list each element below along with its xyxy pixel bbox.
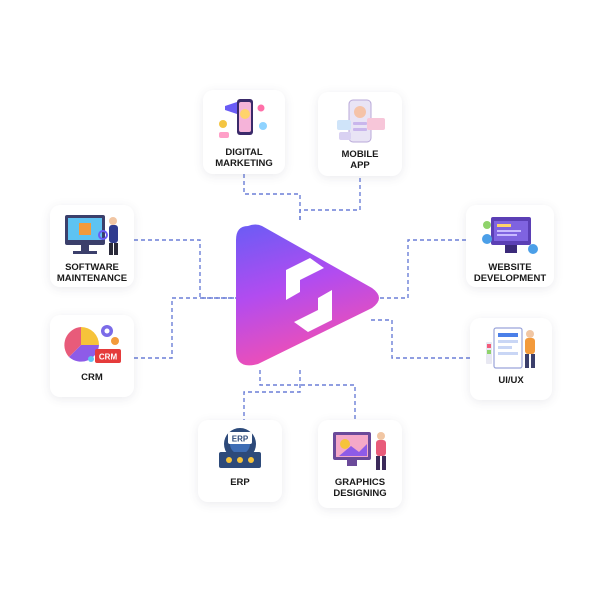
digital-marketing-icon [219,99,267,138]
service-card-mobile-app[interactable]: MOBILE APP [318,92,402,176]
graphics-designing-icon [333,432,386,470]
website-development-icon [482,217,538,254]
brand-logo [236,224,379,366]
service-label: WEBSITE DEVELOPMENT [473,262,547,284]
service-card-crm[interactable]: CRM CRM [50,315,134,397]
ui-ux-icon [486,327,535,369]
connector-erp [243,370,301,420]
erp-badge-text: ERP [232,435,249,444]
connector-uiux [370,319,470,359]
erp-icon: ERP [219,428,261,468]
service-card-graphics-designing[interactable]: GRAPHICS DESIGNING [318,420,402,508]
service-card-software-maintenance[interactable]: SOFTWARE MAINTENANCE [50,205,134,287]
service-label: CRM [81,372,103,383]
service-label: GRAPHICS DESIGNING [333,477,387,499]
crm-icon: CRM [64,325,121,363]
connector-digital [243,174,301,220]
service-label: UI/UX [498,375,524,386]
service-card-ui-ux[interactable]: UI/UX [470,318,552,400]
software-maintenance-icon [65,215,118,255]
crm-badge-text: CRM [99,353,118,362]
connector-crm [134,297,238,359]
connector-website [378,239,466,299]
service-card-digital-marketing[interactable]: DIGITAL MARKETING [203,90,285,174]
service-card-erp[interactable]: ERP ERP [198,420,282,502]
service-label: SOFTWARE MAINTENANCE [56,262,128,284]
connector-software [134,239,238,299]
service-card-website-development[interactable]: WEBSITE DEVELOPMENT [466,205,554,287]
service-label: ERP [230,477,250,488]
service-label: DIGITAL MARKETING [215,147,273,169]
connector-mobile [299,176,361,220]
connector-graphics [259,370,356,420]
mobile-app-icon [337,99,385,143]
service-label: MOBILE APP [341,149,379,171]
